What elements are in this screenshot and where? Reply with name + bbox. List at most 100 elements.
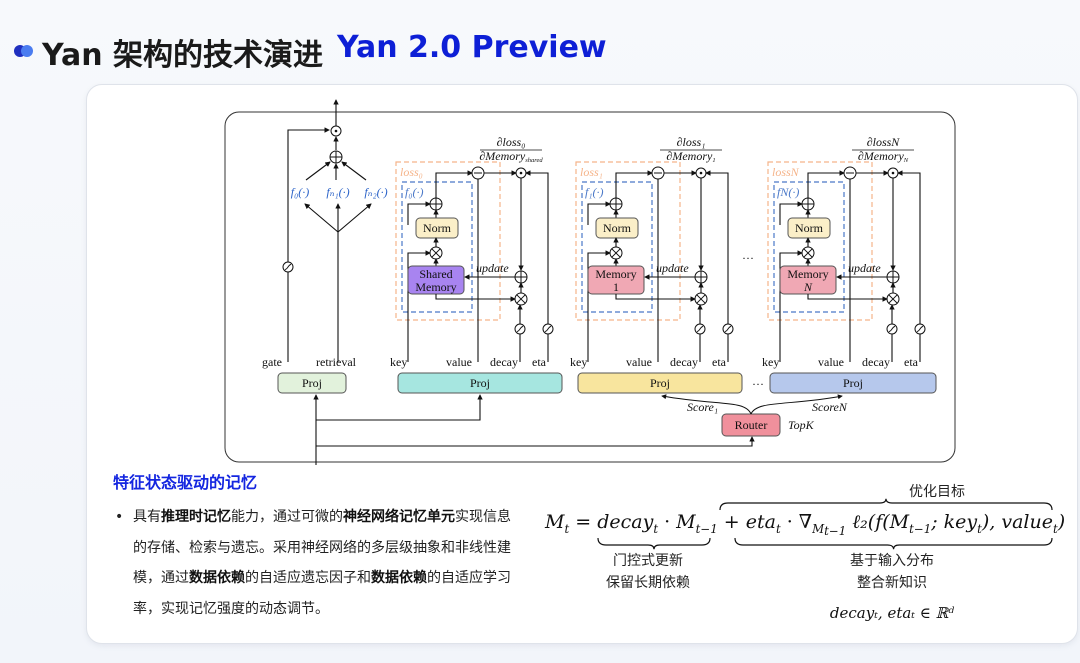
key-path: [587, 250, 611, 362]
left-annotation-line1: 门控式更新: [613, 553, 683, 569]
memory-proj-box: [769, 372, 937, 394]
dot-product-icon: [519, 171, 523, 175]
gradient-numerator: ∂lossN: [867, 135, 901, 149]
memory-proj-box-label: Proj: [843, 376, 863, 390]
multiply-icon: [611, 248, 621, 258]
bullet-dot: •: [115, 509, 124, 525]
connector-line: [304, 203, 339, 233]
connector-line: [435, 294, 516, 302]
fusion-proj-box: [277, 372, 347, 394]
key-path: [779, 250, 803, 362]
overbrace: [719, 498, 1053, 511]
value-label: value: [446, 355, 472, 369]
highlight-text: 推理时记忆: [161, 509, 231, 525]
key-path: [407, 250, 431, 362]
f-label: f₁(·): [585, 185, 604, 199]
body-text: 的自适应学习率，实现记忆强度的动态调节。: [133, 570, 511, 617]
gradient-numerator: ∂loss₁: [677, 135, 706, 149]
domain-note: decayₜ, etaₜ ∈ ℝᵈ: [830, 604, 954, 622]
memory-box-label: Memory: [595, 267, 636, 281]
highlight-text: 数据依赖: [189, 570, 245, 586]
decay-label: decay: [670, 355, 698, 369]
slide-header: Yan 架构的技术演进 Yan 2.0 Preview: [0, 0, 1080, 90]
memory-box-label: 1: [613, 280, 619, 294]
loss-label: lossN: [772, 165, 800, 179]
f-region-box: [581, 181, 653, 313]
scoreN-arrow: [750, 394, 843, 415]
norm-box-label: Norm: [603, 221, 632, 235]
sigmoid-icon: [696, 326, 704, 332]
ellipsis: ···: [742, 251, 754, 265]
diagram-frame: [224, 111, 956, 463]
value-label: value: [626, 355, 652, 369]
connector-line: [615, 170, 653, 198]
multiply-icon: [803, 248, 813, 258]
right-annotation-line2: 整合新知识: [857, 574, 927, 591]
retrieval-label: retrieval: [316, 355, 357, 369]
norm-box-label: Norm: [795, 221, 824, 235]
update-label: update: [656, 261, 689, 275]
memory-proj-box: [397, 372, 563, 394]
connector-line: [779, 201, 803, 225]
connector-line: [341, 161, 367, 181]
loss-region-box: [395, 161, 501, 321]
underbrace-left: [597, 537, 711, 550]
right-annotation-line1: 基于输入分布: [850, 552, 934, 569]
memory-box-label: Memory: [415, 280, 456, 294]
highlight-text: 神经网络记忆单元: [343, 509, 455, 525]
connector-line: [615, 294, 696, 302]
dot-product-icon: [891, 171, 895, 175]
underbrace-right: [734, 537, 1053, 550]
body-text: 具有: [133, 509, 161, 525]
multiply-icon: [431, 248, 441, 258]
gradient-denominator: ∂MemoryN: [858, 149, 909, 164]
sigmoid-icon: [284, 264, 292, 270]
fusion-function-label: f₀(·): [291, 185, 310, 199]
fusion-function-label: fₙ₂(·): [364, 185, 387, 199]
memory-proj-box: [577, 372, 743, 394]
norm-box-label: Norm: [423, 221, 452, 235]
memory-box-label: Memory: [787, 267, 828, 281]
dot-product-icon: [334, 129, 338, 133]
connector-line: [407, 201, 431, 225]
f-region-box: [401, 181, 473, 313]
update-label: update: [476, 261, 509, 275]
connector-line: [435, 170, 473, 198]
body-text: 的自适应遗忘因子和: [245, 570, 371, 586]
memory-box-label: N: [803, 280, 813, 294]
fusion-function-label: fₙ₁(·): [326, 185, 349, 199]
fusion-proj-box-label: Proj: [302, 376, 322, 390]
connector-line: [337, 203, 372, 233]
gradient-denominator: ∂Memory1: [666, 149, 715, 164]
ellipsis: ···: [752, 377, 764, 391]
sigmoid-icon: [516, 326, 524, 332]
highlight-text: 数据依赖: [371, 570, 427, 586]
gate-path: [287, 127, 330, 362]
page-title: Yan 架构的技术演进: [42, 38, 324, 73]
connector-line: [587, 201, 611, 225]
body-text: 实现信息的存储、检索与遗忘。采用神经网络的多层级抽象和非线性建模，通过: [133, 509, 511, 586]
multiply-icon: [888, 294, 898, 304]
memory-proj-box-label: Proj: [470, 376, 490, 390]
key-label: key: [390, 355, 407, 369]
update-label: update: [848, 261, 881, 275]
topk-label: TopK: [788, 418, 815, 432]
f-label: f₀(·): [405, 185, 424, 199]
decay-label: decay: [490, 355, 518, 369]
key-label: key: [762, 355, 779, 369]
content-card: [86, 84, 1078, 644]
gradient-denominator: ∂Memoryshared: [479, 149, 543, 164]
formula-equation: Mt = decayt · Mt−1 + etat · ∇Mt−1 ℓ₂(f(M…: [544, 511, 1065, 538]
page-subtitle: Yan 2.0 Preview: [337, 30, 607, 65]
paragraph-body: 具有推理时记忆能力，通过可微的神经网络记忆单元实现信息的存储、检索与遗忘。采用神…: [133, 502, 523, 624]
eta-label: eta: [904, 355, 919, 369]
gate-label: gate: [262, 355, 282, 369]
memory-proj-box-label: Proj: [650, 376, 670, 390]
eta-path: [897, 170, 921, 362]
sigmoid-icon: [888, 326, 896, 332]
loss-label: loss₁: [580, 165, 603, 179]
score1-arrow: [661, 394, 752, 415]
gradient-numerator: ∂loss₀: [497, 135, 526, 149]
eta-path: [525, 170, 549, 362]
